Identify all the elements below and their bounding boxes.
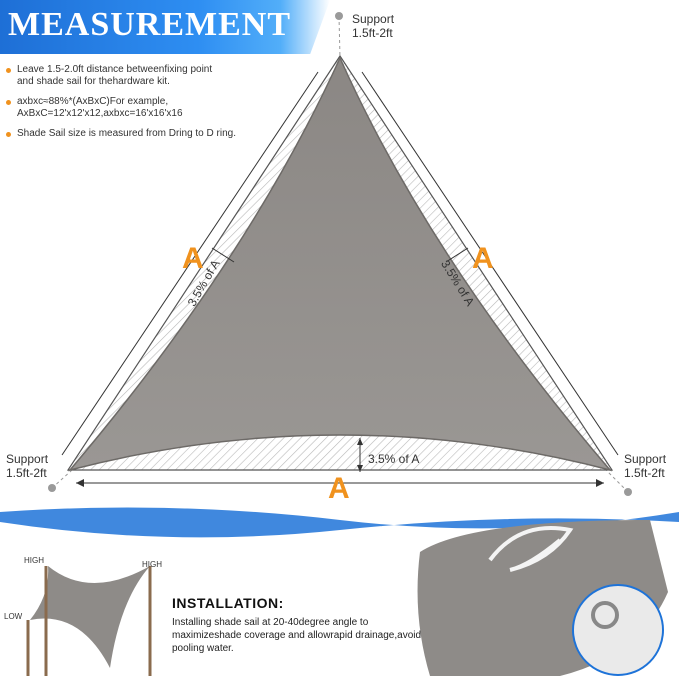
- label-high-left: HIGH: [24, 556, 44, 565]
- depth-arrow-left: [211, 247, 235, 263]
- support-title: Support: [624, 452, 667, 466]
- support-value: 1.5ft-2ft: [624, 466, 665, 480]
- label-low: LOW: [4, 612, 23, 621]
- support-value: 1.5ft-2ft: [6, 466, 47, 480]
- support-title: Support: [352, 12, 395, 26]
- sail-shape: [67, 56, 613, 472]
- bullet-icon: [6, 68, 11, 73]
- label-high-right: HIGH: [142, 560, 162, 569]
- rope-coil: [488, 526, 574, 572]
- d-ring-icon: [591, 601, 619, 629]
- decorative-wave: [0, 507, 679, 538]
- side-label-right: A: [472, 242, 494, 275]
- bullet-icon: [6, 100, 11, 105]
- note-item: Leave 1.5-2.0ft distance betweenfixing p…: [6, 64, 276, 88]
- support-point-left: [48, 484, 56, 492]
- support-line-top: [338, 15, 341, 59]
- side-label-bottom: A: [328, 472, 350, 505]
- note-text: Shade Sail size is measured from Dring t…: [17, 128, 236, 139]
- note-item: Shade Sail size is measured from Dring t…: [6, 128, 276, 140]
- support-line-right: [605, 469, 629, 493]
- installation-title: INSTALLATION:: [172, 595, 284, 611]
- arrow-head: [357, 438, 363, 445]
- arrow-right-side: [361, 71, 619, 456]
- support-value: 1.5ft-2ft: [352, 26, 393, 40]
- support-label-top: Support 1.5ft-2ft: [352, 12, 394, 40]
- notes-list: Leave 1.5-2.0ft distance betweenfixing p…: [6, 64, 276, 148]
- measurement-banner: [0, 0, 330, 54]
- arrow-head: [357, 465, 363, 472]
- mini-sail: [30, 566, 150, 668]
- support-label-left: Support 1.5ft-2ft: [6, 452, 48, 480]
- banner-title: MEASUREMENT: [8, 6, 292, 43]
- arrow-head: [596, 479, 604, 487]
- installation-text: Installing shade sail at 20-40degree ang…: [172, 617, 422, 654]
- note-text: axbxc≈88%*(AxBxC)For example, AxBxC=12'x…: [17, 96, 183, 119]
- support-point-top: [335, 12, 343, 20]
- depth-arrow-right: [445, 247, 469, 263]
- support-point-right: [624, 488, 632, 496]
- bullet-icon: [6, 132, 11, 137]
- note-item: axbxc≈88%*(AxBxC)For example, AxBxC=12'x…: [6, 96, 276, 120]
- support-title: Support: [6, 452, 49, 466]
- side-label-left: A: [182, 242, 204, 275]
- curve-label-bottom: 3.5% of A: [368, 452, 420, 466]
- note-text: Leave 1.5-2.0ft distance betweenfixing p…: [17, 64, 213, 87]
- arrow-head: [76, 479, 84, 487]
- d-ring-inset: [572, 584, 664, 676]
- support-label-right: Support 1.5ft-2ft: [624, 452, 666, 480]
- arrow-left-side: [61, 71, 319, 456]
- support-line-left: [51, 469, 73, 489]
